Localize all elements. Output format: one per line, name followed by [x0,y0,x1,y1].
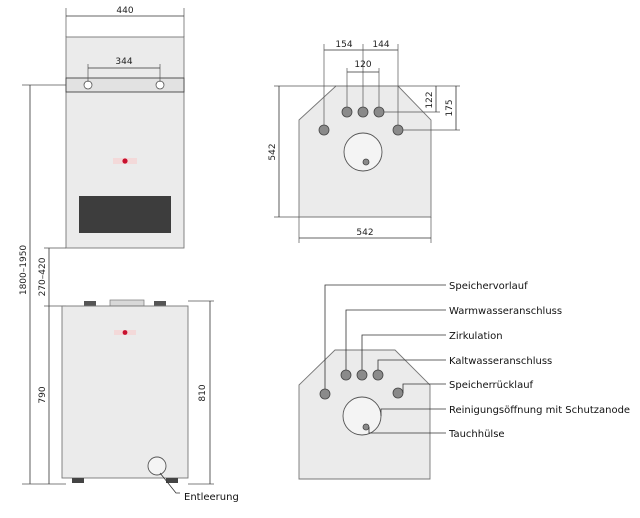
conn-speichervorlauf [319,388,331,400]
conn-zirkulation [356,369,368,381]
dimension-440: 440 [65,6,185,37]
dim-542-vertical-label: 542 [268,143,278,160]
callout-leaders [324,284,446,434]
conn-warmwasser [340,369,352,381]
label-zirkulation: Zirkulation [449,331,503,342]
dimension-154-144: 154 144 [323,40,399,125]
dimension-120: 120 [346,60,380,107]
dimension-gap: 270–420 [38,247,66,307]
plan-conn-zirkulation [357,106,369,118]
dim-154-label: 154 [335,40,352,50]
entleerung-callout: Entleerung [159,472,239,503]
plan-immersion-sleeve [362,158,370,166]
dim-175-label: 175 [445,99,455,116]
tank-top-port-right [154,301,166,306]
brand-logo [113,158,137,164]
plan-conn-warmwasser [341,106,353,118]
dim-122-label: 122 [425,91,435,108]
label-tauchhuelse: Tauchhülse [448,429,505,440]
label-warmwasseranschluss: Warmwasseranschluss [449,306,562,317]
entleerung-label: Entleerung [184,492,239,503]
label-speicherruecklauf: Speicherrücklauf [449,380,534,391]
boiler-front-view [65,36,185,249]
label-kaltwasseranschluss: Kaltwasseranschluss [449,356,552,367]
dim-120-label: 120 [354,60,371,70]
control-panel [79,196,171,233]
dimension-542-horizontal: 542 [298,217,432,243]
mounting-hole-left [83,80,93,90]
dim-total-height-label: 1800–1950 [19,245,29,296]
storage-tank-front-view [61,299,189,483]
plan-conn-speichervorlauf [318,124,330,136]
dimension-total-height: 1800–1950 [19,84,66,485]
dimension-790: 790 [38,306,50,484]
labeled-plan [298,349,431,480]
top-view-plan [298,85,432,218]
dimension-542-vertical: 542 [268,85,336,218]
label-reinigungsoeffnung: Reinigungsöffnung mit Schutzanode [449,405,630,416]
plan-cleaning-opening [343,132,383,172]
plan-conn-ruecklauf [392,124,404,136]
dimension-810: 810 [188,300,214,485]
dim-542-horizontal-label: 542 [356,228,373,238]
dimension-344: 344 [87,57,161,82]
tank-top-cover [109,299,145,307]
dim-344-label: 344 [115,57,132,67]
dim-810-label: 810 [198,384,208,401]
tank-foot-right [166,478,178,483]
dimension-122-175: 122 175 [384,85,460,131]
dim-440-label: 440 [116,6,133,16]
dim-790-label: 790 [38,386,48,403]
conn-kaltwasser [372,369,384,381]
drain-opening [147,456,167,476]
plan-conn-kaltwasser [373,106,385,118]
tank-foot-left [72,478,84,483]
tank-brand-logo [114,330,136,335]
label-speichervorlauf: Speichervorlauf [449,281,528,292]
immersion-sleeve [362,423,370,431]
dim-gap-label: 270–420 [38,257,48,296]
cleaning-opening [342,396,382,436]
tank-top-port-left [84,301,96,306]
conn-ruecklauf [392,387,404,399]
callout-labels: Speichervorlauf Warmwasseranschluss Zirk… [448,281,630,440]
mounting-hole-right [155,80,165,90]
dim-144-label: 144 [372,40,389,50]
